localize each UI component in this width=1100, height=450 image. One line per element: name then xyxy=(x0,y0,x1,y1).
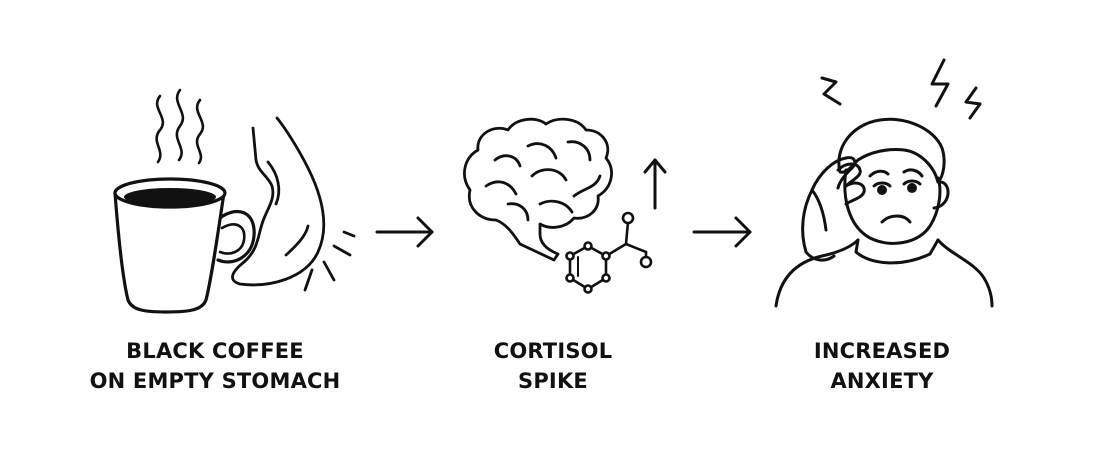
stomach-icon xyxy=(231,116,326,287)
up-arrow-icon xyxy=(643,158,667,210)
step-3-illustration xyxy=(774,58,994,308)
step-label-increased-anxiety: INCREASED ANXIETY xyxy=(752,336,1012,396)
arrow-right-icon xyxy=(375,216,434,248)
step-2-illustration xyxy=(463,117,667,294)
step-1-illustration xyxy=(113,88,356,314)
step-label-black-coffee: BLACK COFFEE ON EMPTY STOMACH xyxy=(85,336,345,396)
step-label-line: ANXIETY xyxy=(830,369,934,393)
step-label-line: BLACK COFFEE xyxy=(126,339,304,363)
arrow-right-icon xyxy=(692,216,752,248)
step-label-cortisol-spike: CORTISOL SPIKE xyxy=(423,336,683,396)
step-label-line: SPIKE xyxy=(518,369,588,393)
molecule-icon xyxy=(565,211,653,294)
step-label-line: CORTISOL xyxy=(493,339,613,363)
burn-lines-icon xyxy=(303,230,356,292)
steaming-coffee-mug-icon xyxy=(113,177,256,314)
step-label-line: ON EMPTY STOMACH xyxy=(89,369,341,393)
anxious-person-icon xyxy=(774,117,994,308)
steam-icon xyxy=(155,88,205,165)
stress-bolt-icon xyxy=(820,58,982,120)
step-label-line: INCREASED xyxy=(813,339,951,363)
brain-icon xyxy=(463,117,613,262)
